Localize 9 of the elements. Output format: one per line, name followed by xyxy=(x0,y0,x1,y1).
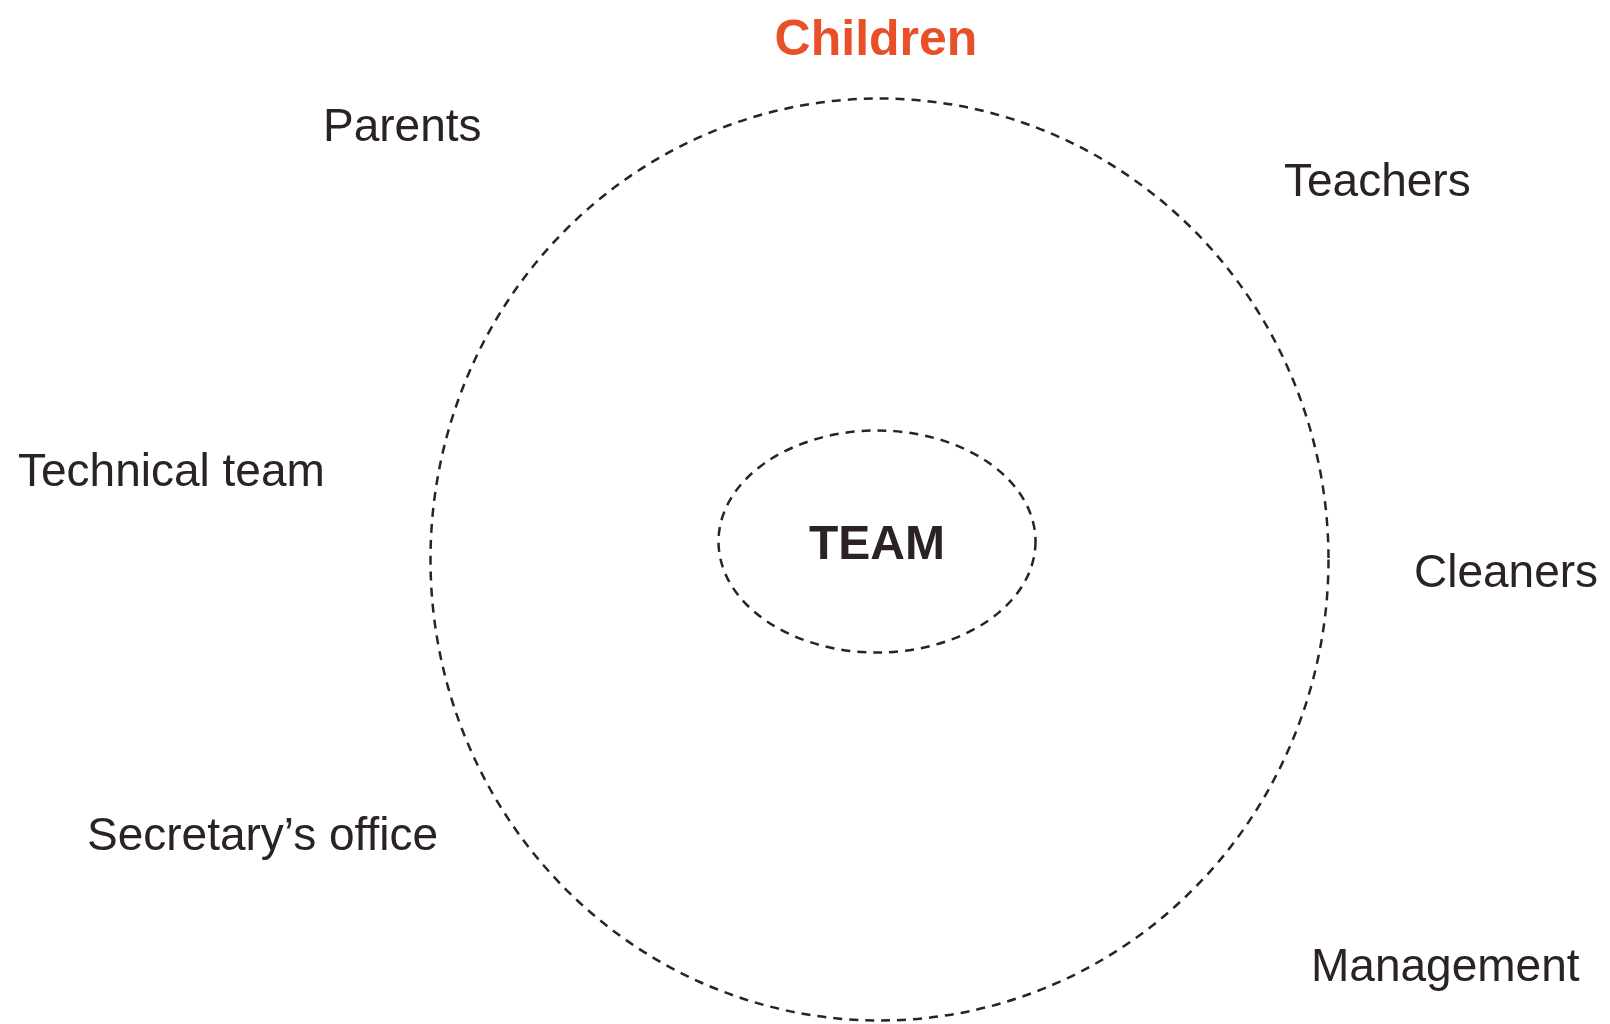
heading-label: Children xyxy=(774,10,978,66)
group-label: Teachers xyxy=(1284,154,1471,206)
group-label: Technical team xyxy=(18,444,325,496)
node-label: TEAM xyxy=(809,514,945,569)
group-label: Secretary’s office xyxy=(87,808,439,860)
group-label: Parents xyxy=(323,99,482,151)
group-label: Cleaners xyxy=(1414,545,1599,597)
dashed-ellipse xyxy=(717,429,1037,654)
group-label: Management xyxy=(1311,939,1580,991)
